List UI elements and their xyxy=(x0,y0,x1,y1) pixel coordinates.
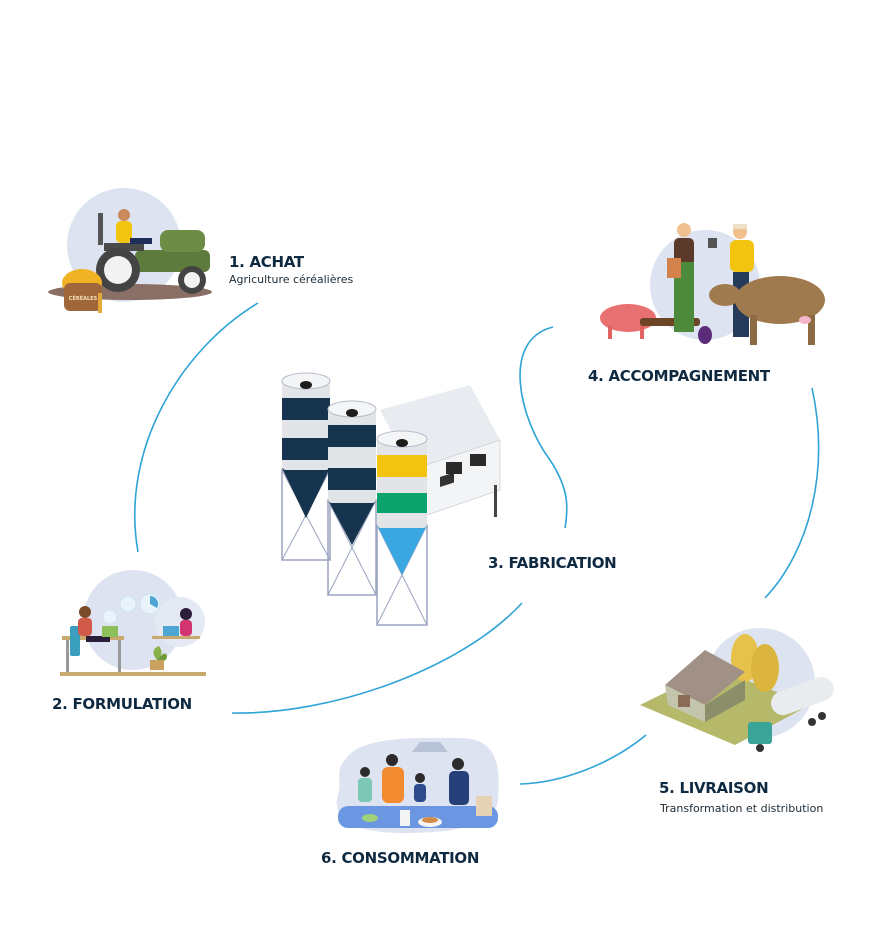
step-3-title: 3. FABRICATION xyxy=(488,554,617,572)
connector-livraison-consommation xyxy=(519,734,647,785)
connector-fabrication-accompagnement xyxy=(519,326,568,529)
step-1-subtitle: Agriculture céréalières xyxy=(229,273,354,286)
connector-accompagnement-livraison xyxy=(764,387,820,599)
step-2-title: 2. FORMULATION xyxy=(52,695,192,713)
connector-achat-formulation xyxy=(134,302,259,553)
silo-3 xyxy=(376,430,428,626)
bubble-bg xyxy=(83,570,183,670)
step-6-title: 6. CONSOMMATION xyxy=(321,849,480,867)
silo-2 xyxy=(327,400,377,596)
step-4-title: 4. ACCOMPAGNEMENT xyxy=(588,367,770,385)
sack-label-text: CÉRÉALES xyxy=(69,294,98,302)
silo-1 xyxy=(281,372,331,561)
step-5-title: 5. LIVRAISON xyxy=(659,779,769,797)
connector-formulation-fabrication xyxy=(231,602,523,714)
step-1-title: 1. ACHAT xyxy=(229,253,304,271)
step-5-subtitle: Transformation et distribution xyxy=(660,802,824,815)
